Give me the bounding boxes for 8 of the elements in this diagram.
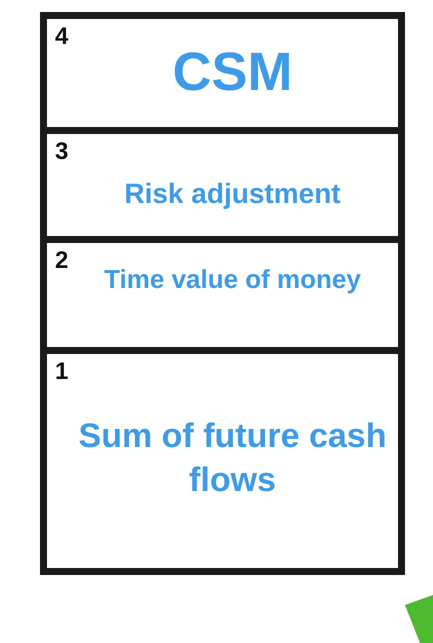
layer-title: Sum of future cash flows <box>78 416 388 502</box>
layer-title: Risk adjustment <box>123 177 342 211</box>
layer-title: CSM <box>172 41 294 104</box>
layer-number: 1 <box>55 358 68 386</box>
layer-number: 2 <box>55 247 68 275</box>
layer-number: 4 <box>55 23 68 51</box>
layer-number: 3 <box>55 138 68 166</box>
layer-title: Time value of money <box>103 263 362 296</box>
